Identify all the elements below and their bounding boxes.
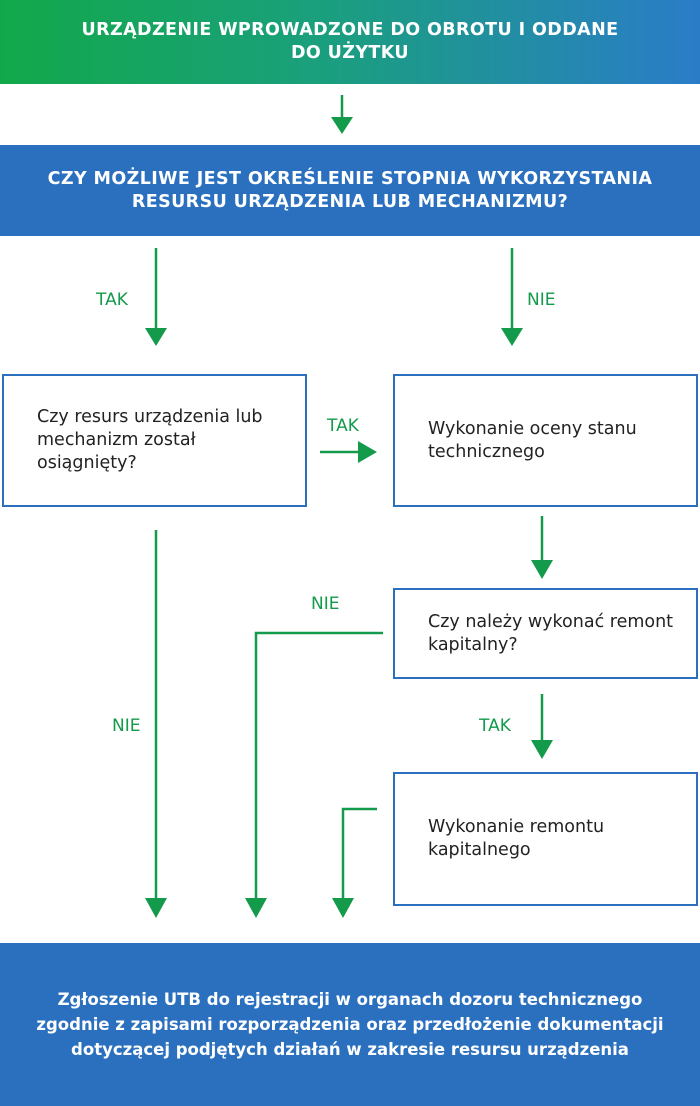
question-band-text: CZY MOŻLIWE JEST OKREŚLENIE STOPNIA WYKO… bbox=[47, 168, 653, 212]
resource-reached-box: Czy resurs urządzenia lub mechanizm zost… bbox=[2, 374, 307, 507]
capital-repair-question-text: Czy należy wykonać remont kapitalny? bbox=[428, 611, 674, 655]
capital-repair-text: Wykonanie remontu kapitalnego bbox=[428, 817, 605, 860]
arrowhead-repair-to-end bbox=[332, 898, 354, 918]
arrow-no-repair-line bbox=[254, 631, 383, 900]
label-no-left-long: NIE bbox=[112, 716, 141, 736]
start-band: URZĄDZENIE WPROWADZONE DO OBROTU I ODDAN… bbox=[0, 0, 700, 84]
arrowhead-question-to-left-box bbox=[145, 328, 167, 346]
arrowhead-start-to-question bbox=[331, 117, 353, 134]
arrowhead-no-long-left bbox=[145, 898, 167, 918]
technical-assessment-text: Wykonanie oceny stanu technicznego bbox=[428, 418, 637, 462]
arrowhead-no-repair bbox=[245, 898, 267, 918]
label-yes-middle: TAK bbox=[327, 416, 359, 436]
technical-assessment-box: Wykonanie oceny stanu technicznego bbox=[393, 374, 698, 507]
capital-repair-box: Wykonanie remontu kapitalnego bbox=[393, 772, 698, 906]
arrowhead-question-to-right-box bbox=[501, 328, 523, 346]
arrowhead-assessment-to-question bbox=[531, 560, 553, 579]
end-band-text: Zgłoszenie UTB do rejestracji w organach… bbox=[36, 990, 664, 1059]
arrow-repair-to-end-line bbox=[341, 807, 377, 900]
start-band-text: URZĄDZENIE WPROWADZONE DO OBROTU I ODDAN… bbox=[81, 20, 619, 63]
resource-reached-text: Czy resurs urządzenia lub mechanizm zost… bbox=[37, 407, 263, 473]
arrowhead-question-to-repair bbox=[531, 740, 553, 759]
label-no-right: NIE bbox=[527, 290, 556, 310]
capital-repair-question-box: Czy należy wykonać remont kapitalny? bbox=[393, 588, 698, 679]
label-yes-repair: TAK bbox=[479, 716, 511, 736]
label-yes-left: TAK bbox=[96, 290, 128, 310]
end-band: Zgłoszenie UTB do rejestracji w organach… bbox=[0, 943, 700, 1106]
label-no-repair: NIE bbox=[311, 594, 340, 614]
question-band: CZY MOŻLIWE JEST OKREŚLENIE STOPNIA WYKO… bbox=[0, 145, 700, 236]
arrowhead-left-to-right-box bbox=[358, 441, 377, 463]
